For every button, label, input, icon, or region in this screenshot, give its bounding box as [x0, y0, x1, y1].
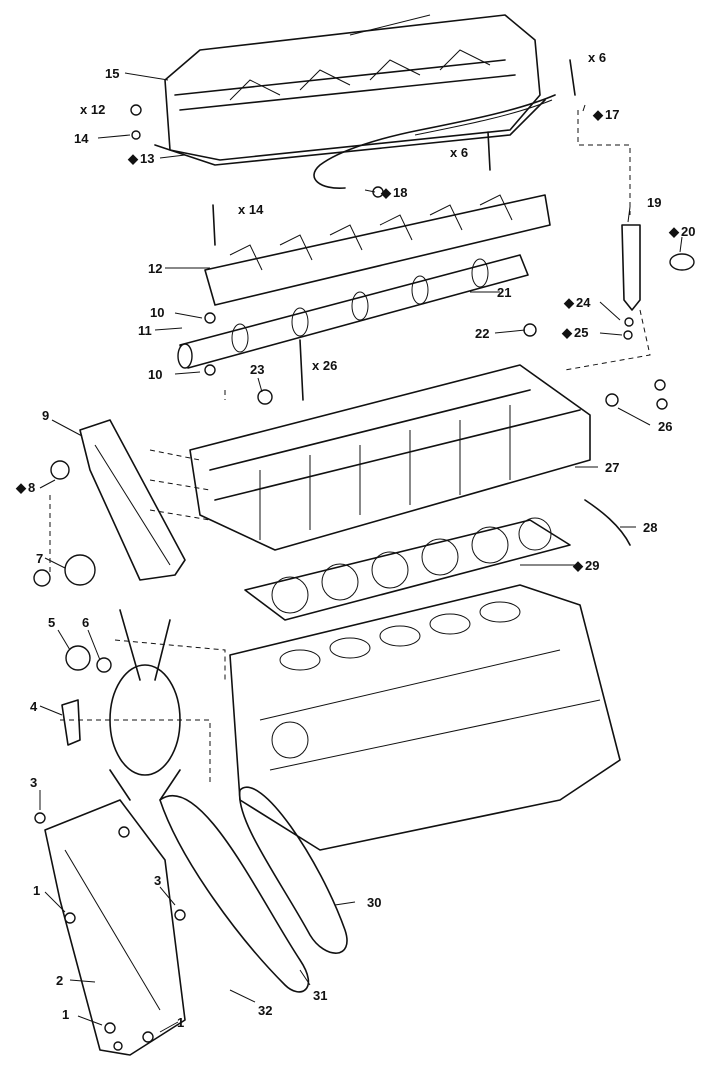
- qty-x6-top: x 6: [588, 50, 606, 65]
- marker-29: ◆: [572, 558, 584, 573]
- label-3-top: 3: [30, 775, 37, 790]
- label-4: 4: [30, 699, 38, 714]
- label-23: 23: [250, 362, 264, 377]
- valve-cover-drawing: [154, 14, 546, 166]
- front-timing-cover-drawing: [44, 799, 186, 1056]
- label-5: 5: [48, 615, 55, 630]
- label-15: 15: [105, 66, 119, 81]
- label-32: 32: [258, 1003, 272, 1018]
- label-17: 17: [605, 107, 619, 122]
- label-6: 6: [82, 615, 89, 630]
- label-1-right: 1: [177, 1015, 184, 1030]
- marker-8: ◆: [15, 480, 27, 495]
- label-3-bottom: 3: [154, 873, 161, 888]
- label-18: 18: [393, 185, 407, 200]
- label-21: 21: [497, 285, 511, 300]
- marker-17: ◆: [592, 107, 604, 122]
- label-12-rocker: 12: [148, 261, 162, 276]
- quantity-labels: x 6 x 12 x 6 x 14 x 26: [80, 50, 606, 373]
- qty-x6-mid: x 6: [450, 145, 468, 160]
- camshaft-drawing: [177, 254, 529, 369]
- label-13: 13: [140, 151, 154, 166]
- label-29: 29: [585, 558, 599, 573]
- tensioner-pulleys-drawing: [33, 460, 112, 746]
- leader-lines: [39, 72, 683, 1033]
- label-2: 2: [56, 973, 63, 988]
- rocker-arm-assembly-drawing: [204, 194, 551, 306]
- label-24: 24: [576, 295, 591, 310]
- marker-20: ◆: [668, 224, 680, 239]
- label-30: 30: [367, 895, 381, 910]
- assembly-guide-lines: [49, 110, 651, 785]
- label-25: 25: [574, 325, 588, 340]
- injector-drawing: [621, 224, 695, 311]
- label-19: 19: [647, 195, 661, 210]
- engine-block-drawing: [229, 584, 621, 851]
- label-7: 7: [36, 551, 43, 566]
- marker-25: ◆: [561, 325, 573, 340]
- label-8: 8: [28, 480, 35, 495]
- label-1-left: 1: [62, 1007, 69, 1022]
- qty-x14: x 14: [238, 202, 264, 217]
- marker-24: ◆: [563, 295, 575, 310]
- head-gasket-drawing: [244, 517, 571, 621]
- injector-wiring-drawing: [313, 94, 556, 189]
- label-1-top: 1: [33, 883, 40, 898]
- part-number-labels: 15 14 13 17 18 19 20 12 21 10 11 10 22 2…: [28, 66, 695, 1030]
- cooling-fan-drawing: [109, 609, 181, 801]
- marker-18: ◆: [380, 185, 392, 200]
- timing-belts-drawing: [159, 786, 348, 993]
- label-9: 9: [42, 408, 49, 423]
- label-22: 22: [475, 326, 489, 341]
- label-27: 27: [605, 460, 619, 475]
- label-10-bottom: 10: [148, 367, 162, 382]
- rear-timing-cover-drawing: [79, 419, 186, 581]
- marker-13: ◆: [127, 151, 139, 166]
- label-31: 31: [313, 988, 327, 1003]
- label-11: 11: [138, 323, 152, 338]
- cylinder-head-drawing: [189, 364, 591, 551]
- bolts-and-washers-drawing: [34, 59, 668, 1051]
- label-26: 26: [658, 419, 672, 434]
- label-10-top: 10: [150, 305, 164, 320]
- qty-x12: x 12: [80, 102, 105, 117]
- label-14-top: 14: [74, 131, 89, 146]
- replace-markers: ◆ ◆ ◆ ◆ ◆ ◆ ◆ ◆: [15, 107, 680, 573]
- fuel-hose-drawing: [584, 499, 631, 546]
- qty-x26: x 26: [312, 358, 337, 373]
- label-20: 20: [681, 224, 695, 239]
- label-28: 28: [643, 520, 657, 535]
